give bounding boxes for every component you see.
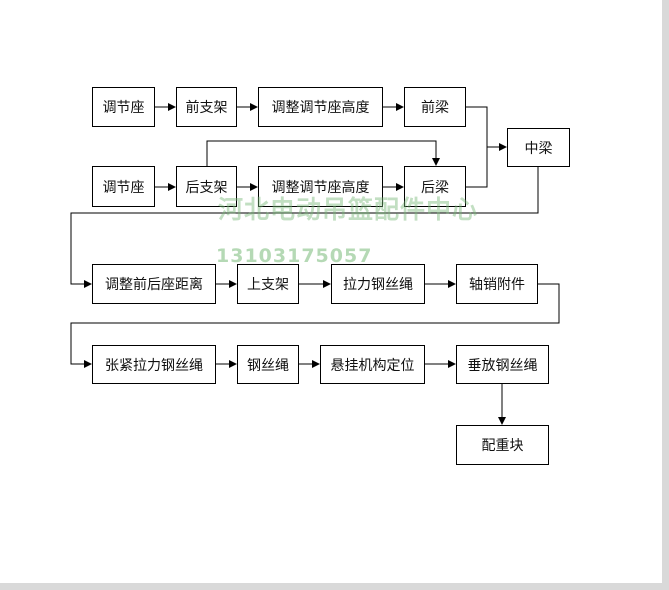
watermark-phone: 13103175057: [216, 245, 373, 267]
node-rear-beam: 后梁: [404, 166, 466, 207]
node-adjust-seat-1: 调节座: [92, 87, 155, 127]
page-edge-bottom: [0, 583, 669, 590]
node-front-bracket: 前支架: [176, 87, 237, 127]
arrow-rear-bracket-to-rear-beam: [206, 140, 440, 166]
node-steel-rope: 钢丝绳: [237, 345, 299, 384]
node-front-beam: 前梁: [404, 87, 466, 127]
arrow-middle-beam-to-adjust-distance: [70, 167, 539, 288]
node-counterweight: 配重块: [456, 425, 549, 465]
node-shaft-pin: 轴销附件: [456, 264, 538, 304]
node-tighten-rope: 张紧拉力钢丝绳: [92, 345, 216, 384]
node-rear-bracket: 后支架: [176, 166, 237, 207]
arrow-shaft-pin-to-tighten-rope: [70, 283, 560, 368]
node-adjust-height-1: 调整调节座高度: [258, 87, 383, 127]
node-hang-rope: 垂放钢丝绳: [456, 345, 549, 384]
node-adjust-height-2: 调整调节座高度: [258, 166, 383, 207]
node-upper-bracket: 上支架: [237, 264, 299, 304]
node-tension-rope: 拉力钢丝绳: [331, 264, 425, 304]
arrow-front-beam-to-middle-beam: [466, 106, 507, 151]
node-middle-beam: 中梁: [507, 128, 570, 167]
node-adjust-distance: 调整前后座距离: [92, 264, 216, 304]
page-edge-right: [662, 0, 669, 590]
node-suspension-position: 悬挂机构定位: [320, 345, 425, 384]
node-adjust-seat-2: 调节座: [92, 166, 155, 207]
watermark-text: 河北电动吊篮配件中心: [218, 195, 479, 224]
arrow-rear-beam-to-middle-beam: [466, 147, 488, 188]
